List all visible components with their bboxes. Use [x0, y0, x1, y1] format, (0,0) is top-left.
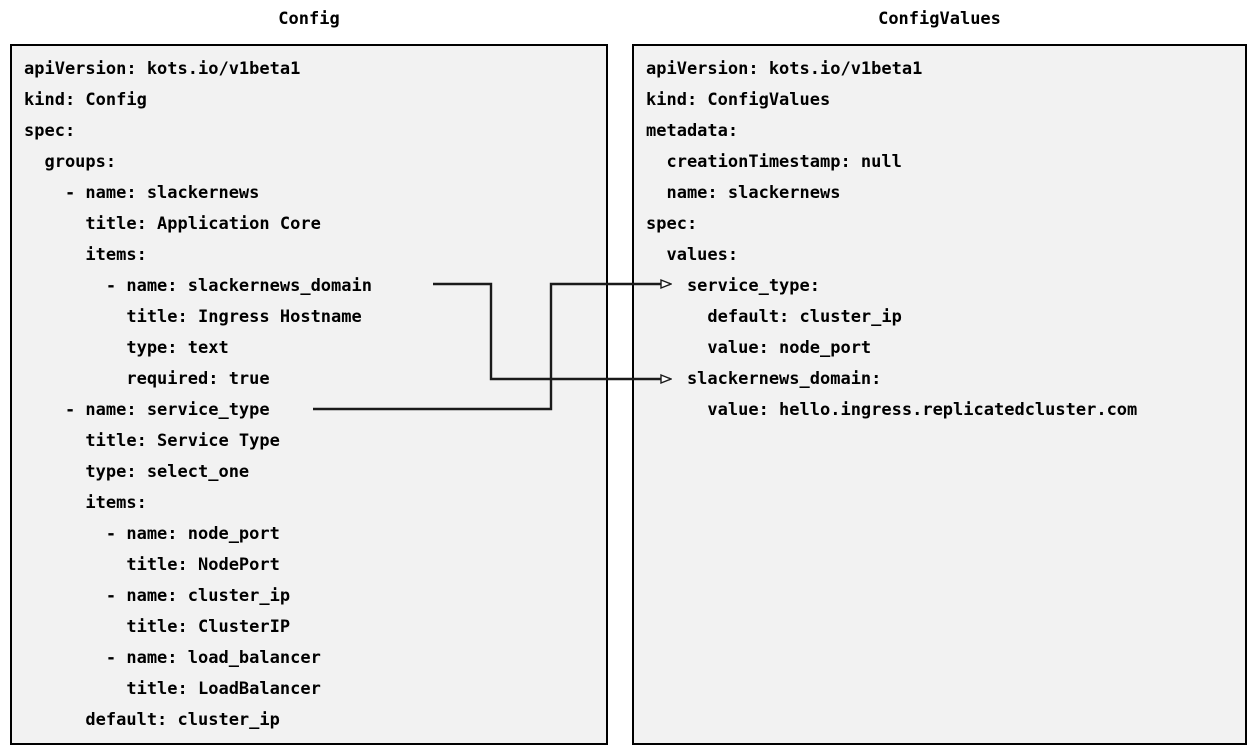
config-yaml-line: type: select_one [24, 462, 250, 482]
config-yaml-line: items: [24, 245, 147, 265]
configvalues-yaml-line: spec: [646, 214, 698, 234]
configvalues-yaml-line: service_type: [646, 276, 820, 296]
configvalues-yaml-line: values: [646, 245, 739, 265]
configvalues-yaml-line: creationTimestamp: null [646, 152, 902, 172]
configvalues-yaml-line: default: cluster_ip [646, 307, 902, 327]
config-panel-title: Config [278, 9, 340, 29]
configvalues-yaml-line: name: slackernews [646, 183, 841, 203]
config-yaml-panel: apiVersion: kots.io/v1beta1 kind: Config s… [10, 44, 608, 745]
config-yaml-line: title: ClusterIP [24, 617, 291, 637]
configvalues-yaml-line: apiVersion: kots.io/v1beta1 [646, 59, 923, 79]
configvalues-yaml-code: apiVersion: kots.io/v1beta1 kind: ConfigV… [646, 54, 1245, 426]
config-yaml-line: - name: slackernews_domain [24, 276, 372, 296]
config-yaml-line: - name: service_type [24, 400, 270, 420]
config-yaml-line: title: NodePort [24, 555, 280, 575]
config-yaml-line: title: Ingress Hostname [24, 307, 362, 327]
configvalues-yaml-line: value: hello.ingress.replicatedcluster.c… [646, 400, 1138, 420]
config-yaml-line: groups: [24, 152, 117, 172]
configvalues-yaml-line: value: node_port [646, 338, 872, 358]
config-yaml-line: title: Application Core [24, 214, 321, 234]
configvalues-yaml-line: kind: ConfigValues [646, 90, 831, 110]
config-yaml-line: required: true [24, 369, 270, 389]
config-yaml-line: title: Service Type [24, 431, 280, 451]
config-yaml-line: spec: [24, 121, 76, 141]
config-yaml-line: - name: cluster_ip [24, 586, 291, 606]
config-yaml-line: items: [24, 493, 147, 513]
configvalues-yaml-panel: apiVersion: kots.io/v1beta1 kind: ConfigV… [632, 44, 1247, 745]
config-yaml-line: - name: node_port [24, 524, 280, 544]
configvalues-panel-title: ConfigValues [878, 9, 1001, 29]
configvalues-yaml-line: metadata: [646, 121, 739, 141]
configvalues-yaml-line: slackernews_domain: [646, 369, 882, 389]
config-yaml-line: title: LoadBalancer [24, 679, 321, 699]
config-yaml-line: default: cluster_ip [24, 710, 280, 730]
config-yaml-line: kind: Config [24, 90, 147, 110]
config-yaml-line: - name: load_balancer [24, 648, 321, 668]
config-yaml-line: - name: slackernews [24, 183, 260, 203]
config-yaml-line: type: text [24, 338, 229, 358]
config-yaml-code: apiVersion: kots.io/v1beta1 kind: Config s… [24, 54, 606, 736]
config-yaml-line: apiVersion: kots.io/v1beta1 [24, 59, 301, 79]
